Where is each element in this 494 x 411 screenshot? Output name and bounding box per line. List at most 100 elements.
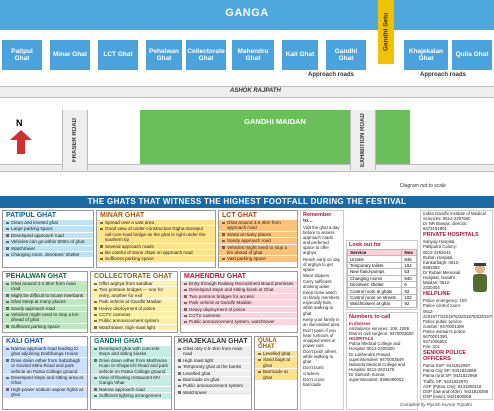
list-item: Watchtower (175, 389, 251, 396)
box-title: PEHALWAN GHAT (6, 273, 67, 280)
list-item: Drive down either from Sabzibagh or Govi… (3, 357, 87, 375)
box-items: Entry through Railway Recruitment Board … (181, 281, 297, 325)
list-item: Watchtower, high-mast light (91, 324, 177, 331)
list-item: Changing room, devotees' shelter (3, 252, 93, 258)
contact-line: Indira Gandhi Institute of Medical Scien… (423, 211, 486, 222)
list-item: Ghat only 0.5-1km from main road (175, 346, 251, 357)
fraser-road-label: FRASER ROAD (72, 118, 78, 163)
list-item: Spread over a vast area (97, 220, 215, 226)
river-ganga (0, 0, 494, 30)
remember-item: Reach early on day of arghya to get spac… (303, 256, 341, 272)
contact-line: Patna SSP: 9431822967 (423, 363, 471, 369)
approach-roads-label-2: Approach roads (420, 72, 467, 78)
list-item: Temporary ghat at the banks (175, 364, 251, 370)
table-cell: 164 (401, 261, 417, 270)
list-item: Barricade at ghat (255, 369, 297, 381)
contacts-heading: SENIOR POLICE OFFICERS (423, 350, 467, 363)
table-cell: 6 (401, 280, 417, 289)
list-item: Two pontoon bridges for access (181, 293, 297, 300)
list-item: Several approach roads (97, 243, 215, 250)
list-item: Vehicles might need to stop a km ahead o… (3, 312, 87, 323)
list-item: Public announcement system, watchtower (181, 319, 297, 325)
number-line: In distress (349, 321, 371, 326)
contact-line: Police woman's police: 9470001390, 94710… (423, 328, 467, 345)
list-item: High-power sodium vapour lights at ghat (3, 386, 87, 398)
remember-item: Don't cross barricade (303, 376, 325, 387)
list-item: Sufficient parking space (3, 323, 87, 330)
lookout-title: Look out for (349, 242, 382, 248)
box-title: LCT GHAT (222, 212, 257, 219)
list-item: High mast light (175, 357, 251, 364)
scale-note: Diagram not to scale (400, 183, 446, 189)
list-item: Public announcement system (175, 383, 251, 389)
remember-items: Visit the ghat a day before to assess ap… (301, 225, 343, 387)
ghat-pehalwan-ghat: Pehalwan Ghat (146, 40, 182, 70)
list-item: Developed ghat with concrete steps and s… (91, 346, 171, 357)
box-title: MINAR GHAT (100, 212, 145, 219)
list-item: Clean and leveled ghat (3, 220, 93, 226)
remember-item: Keep close watch on family members, espe… (303, 290, 341, 316)
contacts-list: Indira Gandhi Institute of Medical Scien… (421, 211, 492, 399)
box-title: COLLECTORATE GHAT (94, 273, 173, 280)
list-item: Heavy deployment of police (91, 305, 177, 312)
ashok-rajpath-road (0, 86, 494, 98)
south-road (0, 164, 494, 172)
contact-line: Patna City SP: 9431822969 (423, 368, 477, 374)
box-title: KALI GHAT (6, 338, 44, 345)
ghat-collectorate-ghat: Collectorate Ghat (186, 40, 226, 70)
list-item: Park vehicle at Gandhi Maidan (181, 300, 297, 306)
remember-item: Wear slippers (303, 272, 330, 278)
contact-line: DSP (law and order): 9431818398 (423, 388, 489, 394)
number-line: Ambulance services: 108, 1099 (349, 326, 409, 332)
lct-ghat-box: LCT GHAT Ghat around 3.5-4km from approa… (218, 210, 298, 268)
table-cell: 53 (401, 268, 417, 276)
credit-line: Compiled by Piyush Kumar Tripathi (400, 402, 472, 407)
table-cell: Urinals (347, 255, 403, 263)
box-title: GANDHI GHAT (94, 338, 143, 345)
list-item: Might be difficult to locate riverbank (3, 292, 87, 299)
table-cell: 840 (401, 274, 417, 282)
contact-line: Patna rural SP: 9431822968 (423, 373, 478, 379)
list-item: Ghat around 3.5-4km from approach road (219, 220, 297, 231)
river-label: GANGA (225, 7, 269, 19)
remember-item: Carry sufficient drinking water (303, 278, 332, 290)
list-item: Developed approach road (3, 232, 93, 239)
number-line: Dr Lakhendra Prasad, superintendent: 947… (349, 351, 404, 362)
ghat-kali-ghat: Kali Ghat (282, 40, 318, 70)
table-cell: Watchtowers at ghat (347, 300, 403, 308)
number-line: Nalanda Medical College and Hospital: 06… (349, 361, 406, 372)
table-cell: New hand-pumps (347, 268, 403, 276)
list-item: Levelled ghat (255, 351, 297, 357)
list-item: Offer arghya from sandbar (91, 281, 177, 287)
contact-line: ASP (Patna City): 9431800118 (423, 383, 482, 389)
remember-item: Don't panic if you hear rumours of snapp… (303, 327, 336, 349)
table-cell: 92 (401, 300, 417, 308)
ghat-gandhi-ghat: Gandhi Ghat (326, 40, 366, 70)
list-item: Park vehicle at Gandhi Maidan (91, 299, 177, 305)
remember-item: Keep your family in an illuminated area (303, 316, 340, 327)
remember-title: Remember to... (303, 212, 332, 224)
khajekalan-ghat-box: KHAJEKALAN GHAT Ghat only 0.5-1km from m… (174, 336, 252, 410)
list-item: View of floating restaurant MV Ganga Vih… (91, 375, 171, 386)
contact-line: Dr Ruban Memorial Hospital, Gandhi Maida… (423, 269, 461, 291)
list-item: Vehicles might need to stop a km ahead o… (219, 244, 297, 256)
list-item: Developed steps and sitting kiosk at Gha… (181, 287, 297, 293)
list-item: Drive down either from Mahhania Kuan or … (91, 357, 171, 375)
ghat-lct-ghat: LCT Ghat (98, 40, 138, 70)
number-line: District civil surgeon: 9470003600 (349, 331, 414, 337)
contact-line: Fire: 101 (423, 344, 440, 350)
ghat-patipul-ghat: Patipul Ghat (2, 40, 42, 70)
list-item: Barricade on ghat (175, 377, 251, 383)
table-cell: 92 (401, 287, 417, 295)
table-cell: Control room on streets (347, 293, 403, 302)
